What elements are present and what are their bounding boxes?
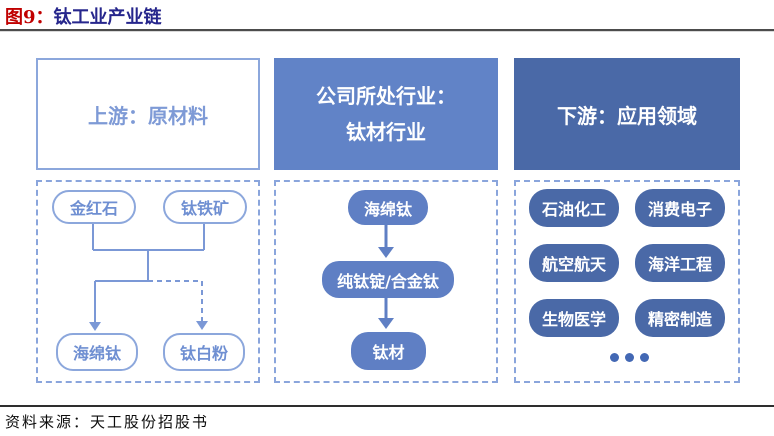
- app-pill-precision-manufacturing: 精密制造: [635, 299, 725, 337]
- column-header-downstream: 下游：应用领域: [514, 58, 740, 170]
- arrowhead-to-dioxide: [196, 321, 208, 330]
- node-titanium-ingot-alloy: 纯钛锭/合金钛: [322, 261, 454, 298]
- title-separator: [0, 29, 774, 32]
- flow-box-company: 海绵钛 纯钛锭/合金钛 钛材: [274, 180, 498, 383]
- app-pill-petrochemical: 石油化工: [529, 189, 619, 227]
- node-rutile: 金红石: [52, 190, 136, 224]
- arrowhead-to-sponge: [89, 322, 101, 331]
- flow-box-downstream: 石油化工 消费电子 航空航天 海洋工程 生物医学 精密制造: [514, 180, 740, 383]
- app-pill-consumer-electronics: 消费电子: [635, 189, 725, 227]
- ellipsis-dots-icon: [610, 353, 649, 362]
- column-header-upstream-label: 上游：原材料: [88, 103, 208, 128]
- app-pill-marine-engineering: 海洋工程: [635, 244, 725, 282]
- column-header-company-line1: 公司所处行业：: [316, 84, 456, 108]
- node-company-sponge-titanium: 海绵钛: [348, 190, 428, 225]
- column-header-company-line2: 钛材行业: [346, 120, 426, 144]
- node-titanium-dioxide: 钛白粉: [163, 333, 245, 371]
- app-pill-biomedical: 生物医学: [529, 299, 619, 337]
- source-note: 资料来源：天工股份招股书: [5, 413, 210, 431]
- column-header-company-label: 公司所处行业： 钛材行业: [316, 78, 456, 150]
- node-sponge-titanium: 海绵钛: [56, 333, 138, 371]
- arrowhead-to-material: [378, 318, 394, 329]
- source-separator: [0, 405, 774, 407]
- column-header-upstream: 上游：原材料: [36, 58, 260, 170]
- node-ilmenite: 钛铁矿: [163, 190, 247, 224]
- column-header-downstream-label: 下游：应用领域: [557, 103, 697, 128]
- figure-title: 钛工业产业链: [53, 7, 162, 28]
- figure-label: 图9：: [5, 7, 54, 28]
- figure-title-row: 图9：钛工业产业链: [5, 3, 162, 29]
- app-pill-aerospace: 航空航天: [529, 244, 619, 282]
- flow-box-upstream: 金红石 钛铁矿 海绵钛 钛白粉: [36, 180, 260, 383]
- column-header-company: 公司所处行业： 钛材行业: [274, 58, 498, 170]
- arrowhead-to-ingot: [378, 247, 394, 258]
- node-titanium-material: 钛材: [351, 332, 426, 370]
